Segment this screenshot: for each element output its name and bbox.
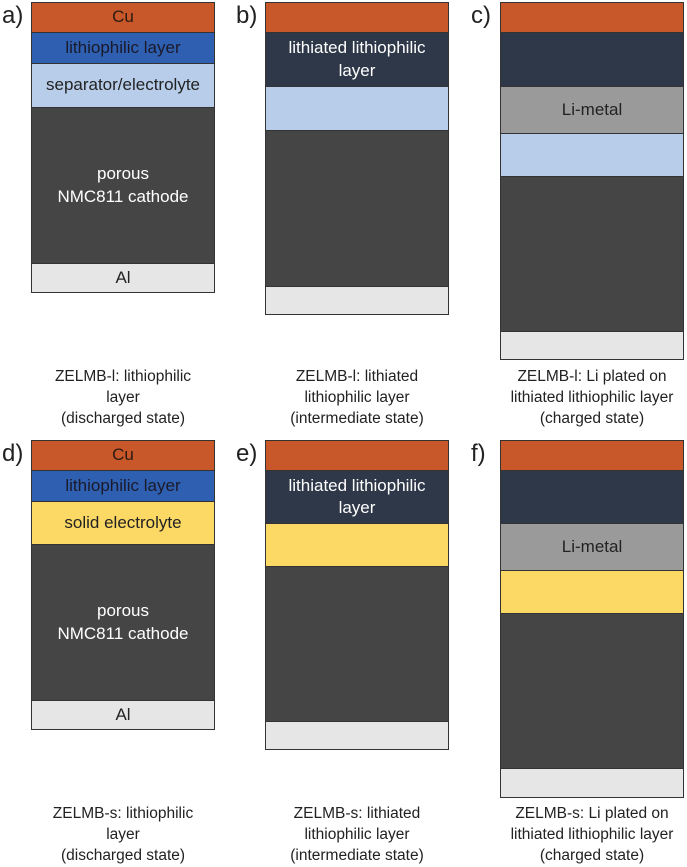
caption-c-line-1: ZELMB-l: Li plated on	[517, 368, 667, 385]
layer-li-metal: Li-metal	[500, 523, 684, 571]
cell-stack-d: Cu lithiophilic layer solid electrolyte …	[31, 440, 215, 730]
caption-e: ZELMB-s: lithiated lithiophilic layer (i…	[242, 804, 472, 867]
caption-e-line-2: lithiophilic layer	[304, 825, 410, 843]
cathode-label-line-1: porous	[97, 164, 149, 184]
cathode-label-line-1: porous	[97, 601, 149, 621]
layer-separator-electrolyte	[500, 133, 684, 177]
caption-f-line-2: lithiated lithiophilic layer	[510, 825, 674, 843]
layer-lithiated-lithiophilic: lithiated lithiophilic layer	[265, 470, 449, 524]
layer-lithiophilic: lithiophilic layer	[31, 470, 215, 502]
panel-letter-f: f)	[471, 440, 486, 467]
caption-c-line-2: lithiated lithiophilic layer	[510, 388, 674, 406]
caption-c-line-3: (charged state)	[539, 409, 645, 427]
layer-al: Al	[31, 700, 215, 730]
layer-al	[265, 721, 449, 750]
layer-lithiated-lithiophilic	[500, 32, 684, 87]
layer-cu	[265, 2, 449, 33]
layer-cu	[500, 440, 684, 471]
layer-al: Al	[31, 263, 215, 293]
layer-cathode: porous NMC811 cathode	[31, 107, 215, 264]
layer-cu	[265, 440, 449, 471]
cell-stack-a: Cu lithiophilic layer separator/electrol…	[31, 2, 215, 293]
caption-b-line-2: lithiophilic layer	[304, 388, 410, 406]
layer-lithiophilic: lithiophilic layer	[31, 32, 215, 64]
panel-letter-c: c)	[471, 2, 491, 29]
layer-cu	[500, 2, 684, 33]
caption-c: ZELMB-l: Li plated on lithiated lithioph…	[477, 367, 687, 430]
caption-f: ZELMB-s: Li plated on lithiated lithioph…	[477, 804, 687, 867]
layer-solid-electrolyte	[500, 570, 684, 614]
layer-cathode	[265, 130, 449, 287]
layer-separator-electrolyte	[265, 86, 449, 131]
caption-a-line-2: layer	[106, 388, 140, 406]
layer-cathode: porous NMC811 cathode	[31, 544, 215, 701]
layer-cathode	[265, 566, 449, 722]
cell-stack-b: lithiated lithiophilic layer	[265, 2, 449, 315]
panel-letter-a: a)	[2, 2, 24, 29]
caption-d-line-3: (discharged state)	[60, 846, 186, 864]
layer-cu: Cu	[31, 440, 215, 471]
layer-separator-electrolyte: separator/electrolyte	[31, 63, 215, 108]
layer-li-metal: Li-metal	[500, 86, 684, 134]
panel-letter-e: e)	[236, 440, 258, 467]
layer-al	[500, 331, 684, 360]
lithiated-label-line-2: layer	[338, 498, 376, 517]
lithiated-label-line-1: lithiated lithiophilic	[288, 475, 426, 495]
layer-lithiated-lithiophilic	[500, 470, 684, 524]
caption-b-line-3: (intermediate state)	[290, 409, 424, 427]
layer-solid-electrolyte	[265, 523, 449, 567]
caption-d-line-1: ZELMB-s: lithiophilic	[52, 805, 194, 822]
caption-a-line-3: (discharged state)	[60, 409, 186, 427]
caption-d: ZELMB-s: lithiophilic layer (discharged …	[8, 804, 238, 867]
caption-e-line-1: ZELMB-s: lithiated	[293, 805, 421, 822]
caption-f-line-3: (charged state)	[539, 846, 645, 864]
lithiated-label-line-2: layer	[338, 60, 376, 80]
layer-cathode	[500, 613, 684, 769]
caption-a-line-1: ZELMB-l: lithiophilic	[54, 368, 192, 385]
caption-d-line-2: layer	[106, 825, 140, 843]
layer-cathode	[500, 176, 684, 332]
layer-al	[265, 286, 449, 315]
cell-stack-c: Li-metal	[500, 2, 684, 360]
panel-letter-d: d)	[2, 440, 24, 467]
caption-e-line-3: (intermediate state)	[290, 846, 424, 864]
layer-cu: Cu	[31, 2, 215, 33]
caption-a: ZELMB-l: lithiophilic layer (discharged …	[8, 367, 238, 430]
cathode-label-line-2: NMC811 cathode	[57, 623, 189, 643]
caption-f-line-1: ZELMB-s: Li plated on	[515, 805, 669, 822]
cathode-label-line-2: NMC811 cathode	[57, 186, 189, 206]
lithiated-label-line-1: lithiated lithiophilic	[288, 38, 426, 58]
panel-letter-b: b)	[236, 2, 258, 29]
layer-al	[500, 768, 684, 798]
layer-solid-electrolyte: solid electrolyte	[31, 501, 215, 545]
cell-stack-f: Li-metal	[500, 440, 684, 798]
caption-b-line-1: ZELMB-l: lithiated	[295, 368, 419, 385]
layer-lithiated-lithiophilic: lithiated lithiophilic layer	[265, 32, 449, 87]
cell-stack-e: lithiated lithiophilic layer	[265, 440, 449, 750]
caption-b: ZELMB-l: lithiated lithiophilic layer (i…	[242, 367, 472, 430]
